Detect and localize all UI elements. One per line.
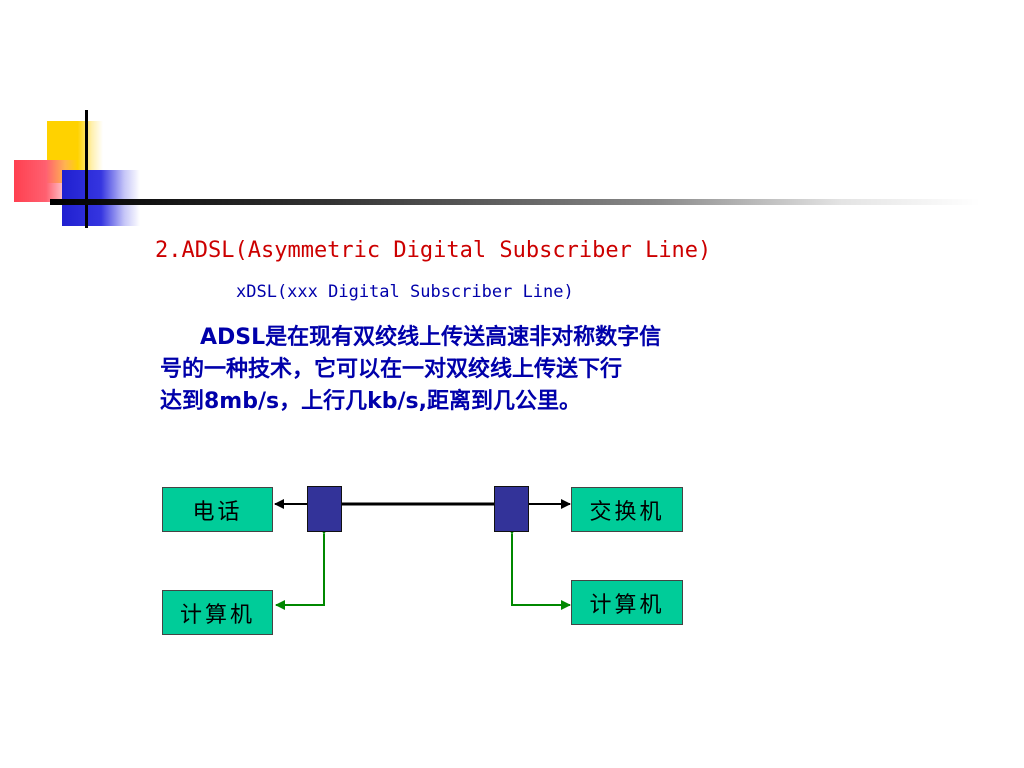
exchange-box: 交换机 — [571, 487, 683, 532]
horizontal-rule — [50, 199, 980, 205]
paragraph-line: 号的一种技术，它可以在一对双绞线上传送下行 — [160, 357, 623, 382]
paragraph-line: 达到8mb/s，上行几kb/s,距离到几公里。 — [160, 389, 581, 414]
slide-title: 2.ADSL(Asymmetric Digital Subscriber Lin… — [155, 238, 712, 263]
phone-box: 电话 — [162, 487, 273, 532]
right-computer-box: 计算机 — [571, 580, 683, 625]
slide-ornament — [0, 0, 1024, 240]
left-computer-link — [275, 525, 329, 610]
slide-subtitle: xDSL(xxx Digital Subscriber Line) — [236, 282, 574, 302]
left-computer-box: 计算机 — [162, 590, 273, 635]
description-paragraph: ADSL是在现有双绞线上传送高速非对称数字信 号的一种技术，它可以在一对双绞线上… — [160, 322, 780, 418]
paragraph-line: ADSL是在现有双绞线上传送高速非对称数字信 — [200, 325, 662, 350]
left-modem — [307, 486, 342, 532]
right-computer-link — [507, 525, 571, 610]
blue-square-decoration — [62, 170, 140, 226]
right-modem — [494, 486, 529, 532]
vertical-rule — [85, 110, 88, 228]
